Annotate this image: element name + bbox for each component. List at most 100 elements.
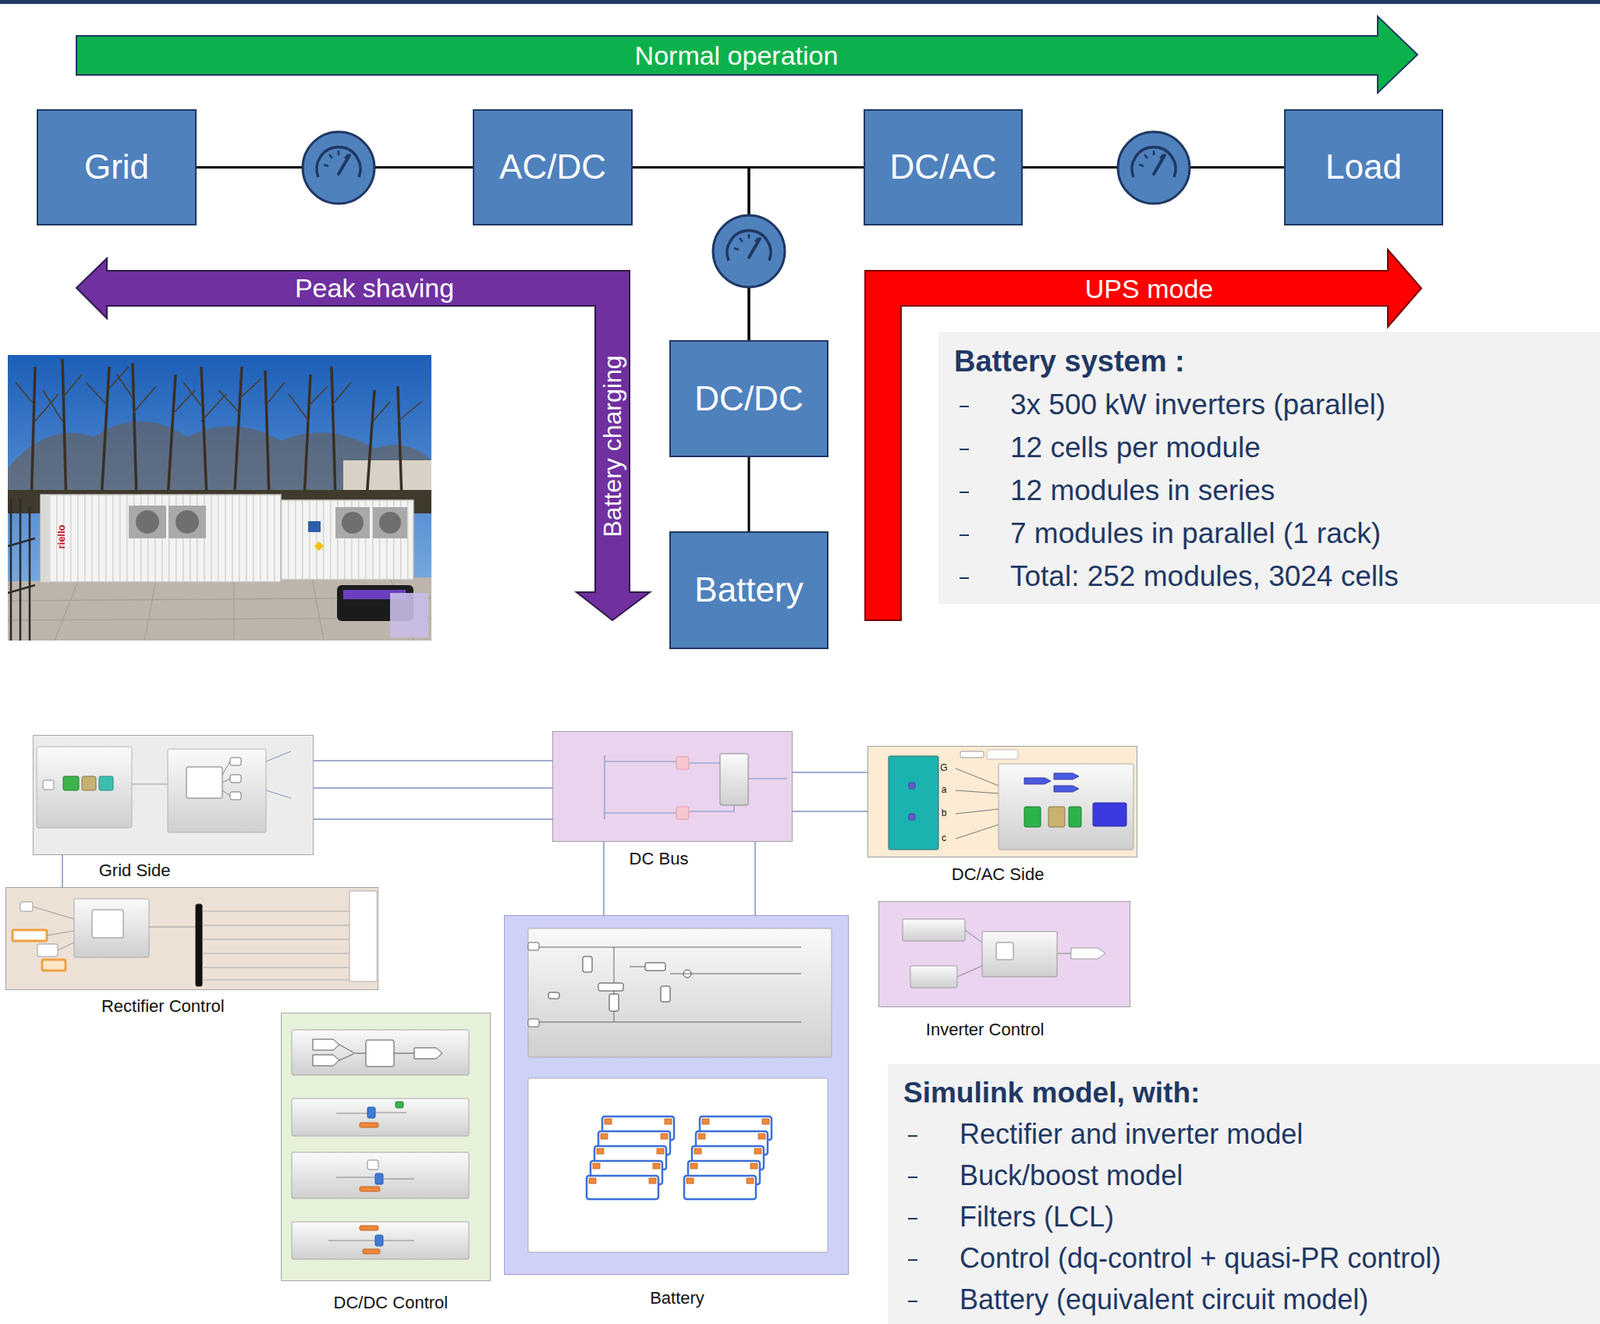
connector — [313, 760, 553, 820]
block-part — [230, 791, 242, 800]
block-port — [312, 1039, 340, 1051]
site-photo-part — [390, 592, 429, 638]
site-photo — [7, 354, 432, 641]
battery-module-icon — [586, 1175, 659, 1200]
block-port — [1053, 773, 1079, 780]
block-wire — [393, 1053, 415, 1054]
port-label: c — [941, 833, 947, 843]
block-internals — [6, 887, 377, 989]
block-part — [528, 1018, 540, 1027]
block-port — [414, 1047, 443, 1059]
list-item: Filters (LCL) — [959, 1195, 1114, 1238]
block-caption: Battery — [649, 1289, 705, 1307]
block-caption: DC/DC Control — [333, 1294, 449, 1312]
gauge-icon — [713, 215, 785, 288]
block-wire — [131, 784, 168, 785]
process-box: AC/DC — [472, 109, 633, 226]
block-wire — [202, 925, 350, 926]
block-part — [359, 1225, 379, 1231]
battery-terminal — [746, 1177, 754, 1184]
block-wire — [57, 942, 75, 951]
block-part — [92, 909, 124, 938]
block-part — [362, 1248, 380, 1254]
list-item: 7 modules in parallel (1 rack) — [1010, 511, 1381, 555]
block-wire — [964, 929, 983, 943]
block-wire — [222, 790, 231, 796]
arrow-outline — [76, 16, 1418, 93]
block-wire — [535, 1021, 802, 1023]
block-part — [20, 901, 33, 912]
site-photo-part — [335, 507, 370, 539]
block-part — [720, 753, 749, 806]
block-part — [291, 1098, 469, 1136]
site-photo-part — [7, 577, 432, 641]
block-part — [195, 904, 203, 987]
block-part — [645, 962, 666, 971]
block-part — [960, 751, 984, 758]
battery-terminal — [664, 1118, 672, 1125]
process-box: DC/DC — [669, 340, 829, 458]
arrow-label: Peak shaving — [294, 274, 455, 302]
site-photo-part — [7, 354, 432, 641]
block-part — [359, 1122, 379, 1128]
block-part — [167, 748, 267, 833]
box-label: AC/DC — [499, 148, 607, 186]
block-part — [12, 929, 47, 941]
list-item: Battery (equivalent circuit model) — [959, 1278, 1369, 1320]
list-item: 12 modules in series — [1010, 468, 1275, 512]
subsystem-block: Rectifier Control — [5, 886, 379, 990]
block-wire — [955, 790, 999, 794]
block-wire — [202, 911, 350, 912]
battery-terminal — [698, 1133, 706, 1139]
battery-terminal — [652, 1163, 660, 1169]
block-part — [998, 763, 1134, 850]
block-part — [528, 942, 540, 951]
bullet-dash — [959, 405, 969, 408]
block-part — [395, 1101, 404, 1108]
block-wire — [383, 1178, 415, 1180]
arrow-label: UPS mode — [1085, 275, 1214, 302]
bullet-dash — [959, 491, 969, 494]
battery-module-icon — [684, 1175, 756, 1200]
block-wire — [222, 761, 231, 775]
arrow-label: Normal operation — [635, 42, 839, 69]
block-part — [902, 918, 965, 941]
battery-terminal — [694, 1148, 702, 1154]
battery-terminal — [649, 1177, 657, 1184]
flow-arrow: Normal operation — [76, 15, 1419, 94]
block-part — [598, 982, 624, 991]
site-photo-part — [40, 494, 281, 582]
block-part — [986, 749, 1019, 760]
site-photo-part — [379, 511, 401, 534]
block-part — [528, 1078, 828, 1253]
block-wire — [202, 979, 350, 981]
subsystem-block: DC Bus — [552, 730, 793, 842]
block-part — [375, 1173, 384, 1185]
block-part — [908, 813, 916, 820]
block-part — [186, 766, 223, 799]
site-photo-part — [7, 578, 432, 641]
battery-terminal — [702, 1118, 710, 1125]
connector — [603, 841, 756, 916]
block-wire — [603, 755, 605, 820]
block-wire — [202, 967, 350, 969]
block-part — [291, 1221, 469, 1260]
block-part — [548, 992, 560, 999]
block-wire — [149, 926, 196, 928]
block-part — [291, 1029, 469, 1075]
box-label: Grid — [84, 148, 150, 186]
block-wire — [353, 1053, 366, 1054]
block-part — [528, 928, 832, 1058]
panel-heading: Simulink model, with: — [903, 1071, 1200, 1114]
site-photo-part — [341, 511, 364, 534]
block-part — [99, 776, 114, 791]
block-wire — [383, 1240, 415, 1242]
block-part — [676, 756, 689, 770]
block-part — [582, 956, 593, 973]
list-item: Buck/boost model — [959, 1154, 1183, 1196]
title-bar — [0, 0, 1600, 4]
battery-terminal — [758, 1133, 766, 1139]
block-part — [367, 1160, 379, 1170]
block-wire — [748, 777, 788, 779]
